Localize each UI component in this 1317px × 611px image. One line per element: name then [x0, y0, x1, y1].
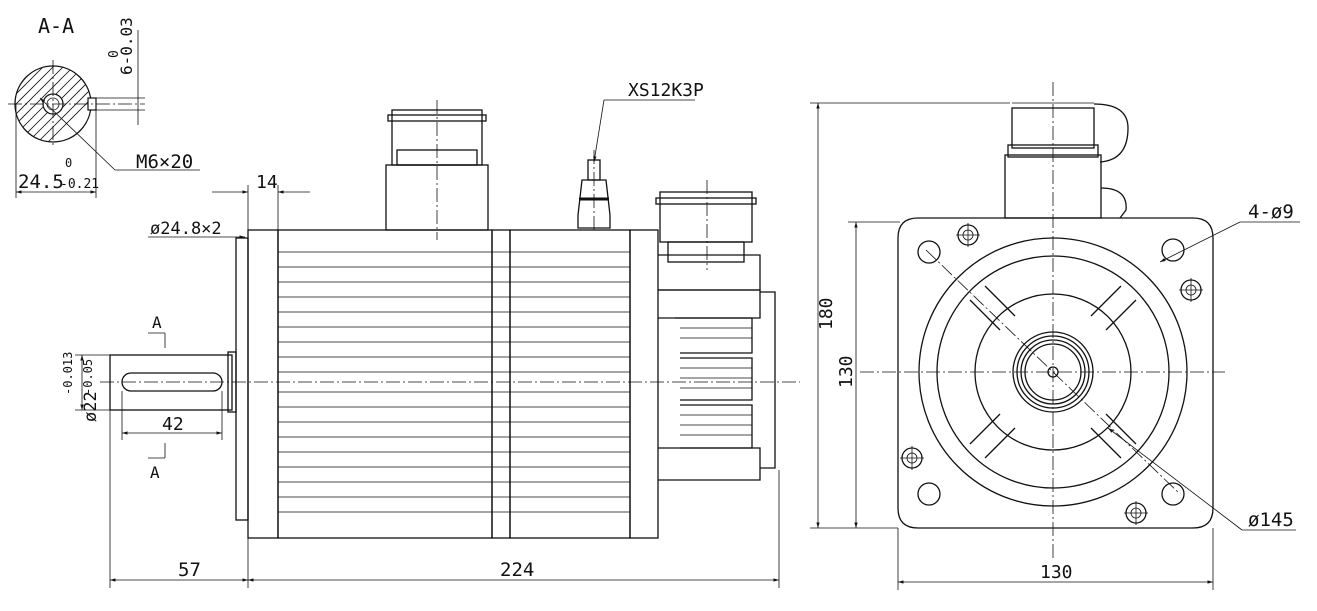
- threaded-holes: [900, 223, 1203, 525]
- cooling-fins: [278, 251, 630, 513]
- encoder-housing: [655, 180, 776, 481]
- hole-note: 4-ø9: [1248, 201, 1294, 223]
- tol-key-width: 0: [107, 50, 122, 58]
- tol-shaft-upper: -0.013: [61, 352, 75, 395]
- front-view: 4-ø9 ø145 180 130 130: [810, 82, 1300, 590]
- rear-cap: [629, 229, 659, 539]
- motor-body: [277, 229, 493, 539]
- thread-note: M6×20: [136, 151, 193, 173]
- front-connector: [1004, 102, 1129, 219]
- dim-shaft-length: 57: [178, 559, 201, 581]
- dim-flange-thickness: 14: [256, 172, 278, 193]
- dim-height-180: 180: [816, 297, 837, 330]
- dim-shaft-dia: ø22: [81, 391, 101, 422]
- section-view-a-a: A-A 0 6-0.03 24.5 0: [8, 14, 200, 198]
- connector-note: XS12K3P: [628, 80, 704, 101]
- dim-body-length: 224: [500, 559, 534, 581]
- dim-key-width: 6-0.03: [117, 17, 136, 75]
- encoder-connector: [577, 150, 611, 232]
- power-connector: [385, 100, 489, 240]
- dim-pilot: ø24.8×2: [150, 219, 222, 239]
- dim-width-130: 130: [1040, 562, 1073, 583]
- shaft: [109, 354, 233, 411]
- square-flange: [897, 217, 1214, 529]
- dim-key-length: 42: [162, 414, 184, 435]
- section-title: A-A: [38, 14, 74, 38]
- section-mark-bottom: A: [150, 463, 160, 482]
- flange: [235, 237, 249, 521]
- dim-key-depth: 24.5: [18, 171, 64, 193]
- tol-key-depth-upper: 0: [65, 156, 72, 170]
- tol-shaft-lower: -0.05: [81, 359, 95, 395]
- tol-key-depth-lower: -0.21: [60, 177, 99, 192]
- shaft-key: [121, 372, 223, 392]
- side-view: XS12K3P 14 ø24.8×2 A: [61, 80, 800, 588]
- section-mark-top: A: [152, 313, 162, 332]
- dim-pcd: ø145: [1248, 509, 1294, 531]
- mounting-holes: [917, 238, 1185, 506]
- dim-height-130: 130: [836, 355, 857, 388]
